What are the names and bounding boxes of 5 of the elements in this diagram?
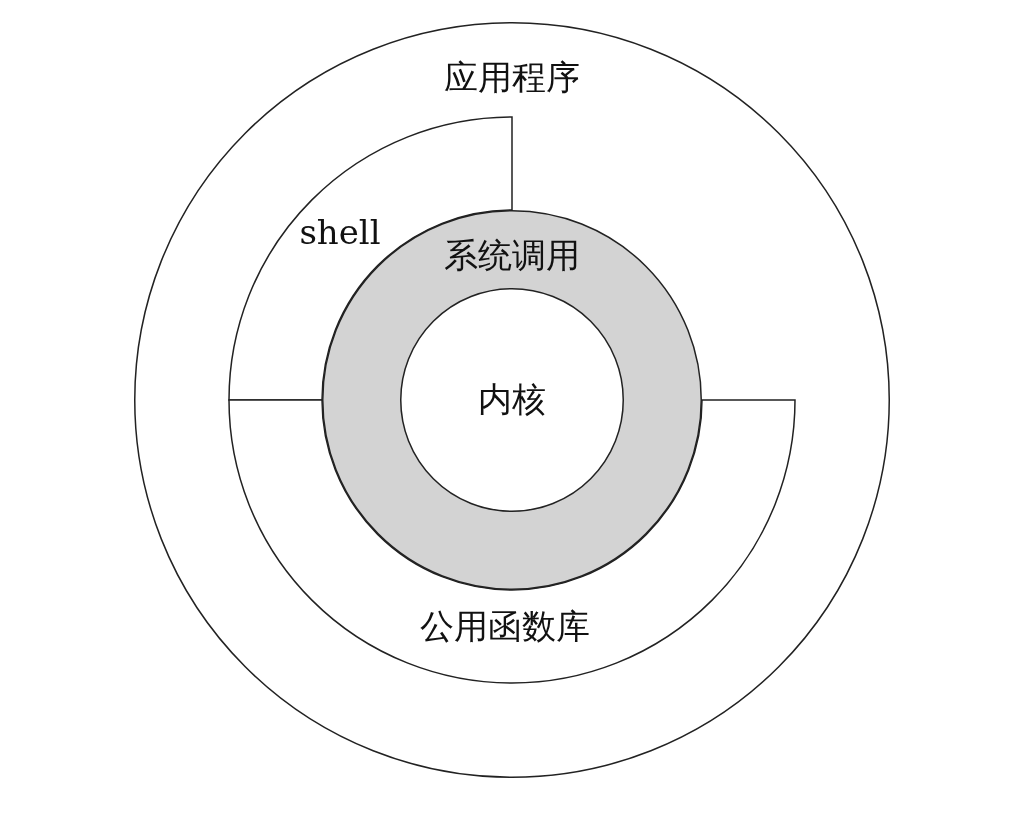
layer-label: 系统调用 bbox=[444, 234, 580, 277]
layer-label: 应用程序 bbox=[444, 56, 580, 99]
layer-label: 公用函数库 bbox=[420, 605, 590, 648]
layer-label: shell bbox=[299, 212, 381, 252]
layer-label: 内核 bbox=[478, 378, 546, 421]
